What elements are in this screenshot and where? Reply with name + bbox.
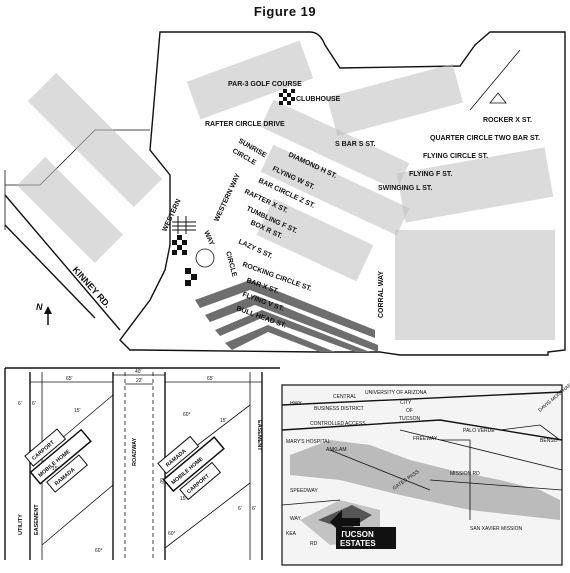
arrow-pointer-icon: [330, 510, 360, 534]
dim-60-top: 60°: [183, 412, 191, 418]
label-benson: BENSO: [540, 438, 558, 444]
dim-22: 22': [136, 378, 143, 384]
lot-strips-dark: [195, 280, 378, 352]
label-city: CITY: [400, 400, 412, 406]
city-road: [440, 439, 471, 520]
mission-road: [429, 479, 563, 491]
estates-area: [318, 505, 372, 530]
speedway-road: [281, 499, 341, 506]
label-western-way-1: WESTERN WAY: [213, 172, 242, 223]
label-tucson: TUCSON: [399, 416, 421, 422]
dim-15d: 15': [180, 496, 187, 502]
label-speedway: SPEEDWAY: [290, 488, 318, 494]
lot-rows: [16, 40, 555, 340]
hwy-road: [281, 391, 563, 406]
label-rocker-x: ROCKER X ST.: [483, 117, 532, 124]
figure-title: Figure 19: [253, 4, 317, 19]
left-mobile-home: [29, 428, 92, 485]
utility-label: UTILITY: [18, 514, 24, 535]
label-quarter-circle: QUARTER CIRCLE TWO BAR ST.: [430, 135, 540, 142]
dim-15c: 15': [220, 418, 227, 424]
dim-40: 40': [135, 369, 142, 375]
label-business-district: BUSINESS DISTRICT: [314, 406, 364, 412]
label-access: ACCESS: [345, 421, 366, 427]
label-marys-hospital: MARY'S HOSPITAL: [286, 439, 331, 445]
office-building-icon: [172, 235, 187, 255]
left-lot-buildings: CARPORT MOBILE HOME RAMADA: [24, 428, 92, 493]
svg-text:N: N: [36, 302, 43, 312]
label-central: CENTRAL: [333, 394, 357, 400]
dim-15a: 15': [74, 408, 81, 414]
dim-60-mid: 60°: [168, 531, 176, 537]
label-western: WESTERN: [161, 198, 182, 233]
label-kinney-rd: KINNEY RD.: [71, 265, 113, 310]
svg-text:ESTATES: ESTATES: [340, 539, 376, 548]
clubhouse-icon: [279, 89, 295, 105]
triangle-marker: [489, 92, 507, 104]
diagonal-road-ne: [469, 49, 521, 111]
dim-60-length: 60': [158, 478, 164, 485]
label-swinging-l: SWINGING L ST.: [378, 185, 432, 192]
lot-diagram: 65' 40' 22' 65' 6' 6' 6' 6' CARPORT MOBI…: [4, 367, 280, 560]
label-corral-way: CORRAL WAY: [378, 271, 385, 318]
tucson-estates-badge: TUCSON ESTATES: [330, 510, 396, 549]
palo-verde-road: [399, 429, 563, 471]
parking-lines-icon: [172, 216, 196, 234]
label-way: WAY: [202, 230, 215, 247]
mountains-shading: [290, 440, 560, 520]
label-hwy: HWY: [290, 401, 302, 407]
label-of: OF: [406, 408, 413, 414]
label-flying-circle: FLYING CIRCLE ST.: [423, 153, 488, 160]
dim-6c: 6': [238, 506, 242, 512]
lot-diagram-frame: [4, 367, 280, 560]
circle-drive-loop: [195, 248, 215, 268]
label-s-bar-s: S BAR S ST.: [335, 141, 376, 148]
right-carport: [179, 461, 222, 501]
label-freeway: FREEWAY: [413, 436, 438, 442]
dim-60-bottom: 60°: [95, 548, 103, 554]
site-map: PAR-3 GOLF COURSE CLUBHOUSE RAFTER CIRCL…: [4, 31, 566, 356]
label-par3: PAR-3 GOLF COURSE: [228, 81, 302, 88]
svg-text:TUCSON: TUCSON: [340, 530, 374, 539]
north-arrow-icon: N: [36, 302, 52, 325]
right-mobile-home: [162, 436, 225, 493]
dim-15b: 15': [52, 466, 59, 472]
roadway-label: ROADWAY: [132, 437, 138, 466]
label-lazy-s: LAZY S ST.: [237, 238, 273, 260]
dim-65-right: 65': [207, 376, 214, 382]
right-ramada: [157, 435, 200, 475]
pool-icon: [185, 268, 197, 286]
label-anklam: ANKLAM: [326, 447, 347, 453]
dim-6b: 6': [32, 401, 36, 407]
kinney-road-outer: [4, 194, 121, 331]
air-base-road: [499, 424, 561, 441]
freeway-road: [281, 419, 563, 441]
label-rafter-circle-drive: RAFTER CIRCLE DRIVE: [205, 121, 285, 128]
label-controlled: CONTROLLED: [310, 421, 345, 427]
left-carport: [24, 428, 67, 467]
locator-map: UNIVERSITY OF ARIZONA HWY CENTRAL BUSINE…: [281, 354, 570, 566]
label-flying-f: FLYING F ST.: [409, 171, 452, 178]
label-palo-verde: PALO VERDE: [463, 428, 495, 434]
easement-right-label: EASEMENT: [256, 420, 262, 451]
easement-left-label: EASEMENT: [34, 504, 40, 535]
dim-6a: 6': [18, 401, 22, 407]
label-san-xavier: SAN XAVIER MISSION: [470, 526, 523, 532]
property-boundary: [119, 31, 566, 356]
label-clubhouse: CLUBHOUSE: [296, 96, 341, 103]
dim-65-left: 65': [66, 376, 73, 382]
label-rd: RD: [310, 541, 318, 547]
label-kea: KEA: [286, 531, 297, 537]
gates-pass-road: [329, 449, 431, 491]
right-lot-buildings: RAMADA MOBILE HOME CARPORT: [157, 435, 225, 501]
dim-6d: 6': [252, 506, 256, 512]
label-way: WAY: [290, 516, 301, 522]
label-circle-vert: CIRCLE: [224, 251, 238, 278]
label-university: UNIVERSITY OF ARIZONA: [365, 390, 427, 396]
left-ramada: [46, 454, 89, 493]
label-mission-rd: MISSION RD: [450, 471, 480, 477]
